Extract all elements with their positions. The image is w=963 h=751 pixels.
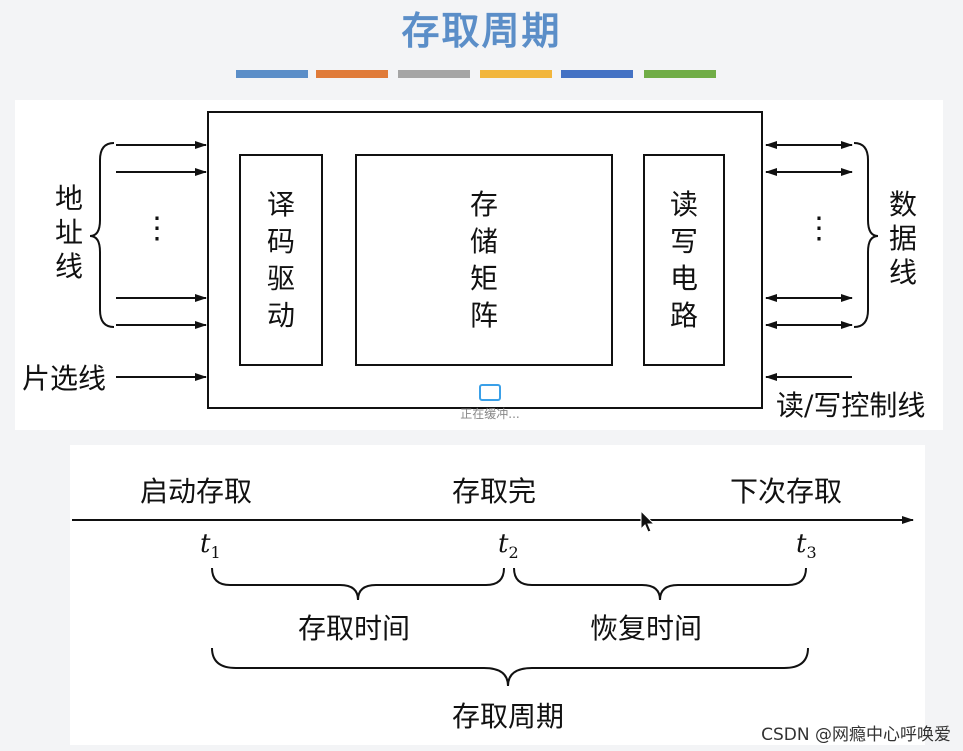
buffering-text: 正在缓冲... bbox=[460, 407, 520, 421]
data-ellipsis: ⋮ bbox=[804, 211, 834, 246]
address-arrows bbox=[116, 141, 207, 329]
chip-select-label: 片选线 bbox=[22, 362, 107, 395]
recovery-time-label: 恢复时间 bbox=[590, 612, 703, 645]
address-brace bbox=[89, 142, 115, 328]
access-time-label: 存取时间 bbox=[298, 612, 411, 645]
rw-circuit-box bbox=[643, 154, 725, 366]
decoder-label: 译码驱动 bbox=[266, 188, 295, 332]
matrix-box bbox=[355, 154, 613, 366]
storage-matrix-label: 存储矩阵 bbox=[469, 188, 498, 332]
accent-bar-2 bbox=[316, 70, 388, 78]
page-title: 存取周期 bbox=[401, 9, 562, 53]
accent-bar-4 bbox=[480, 70, 552, 78]
rw-circuit-label: 读写电路 bbox=[669, 188, 698, 332]
accent-bar-6 bbox=[644, 70, 716, 78]
recovery-time-brace bbox=[513, 567, 807, 601]
accent-bar-5 bbox=[561, 70, 633, 78]
buffering-indicator: 正在缓冲... bbox=[452, 384, 528, 422]
access-time-brace bbox=[211, 567, 505, 601]
tick-t3: t3 bbox=[796, 529, 817, 563]
accent-bar-1 bbox=[236, 70, 308, 78]
event-access-done: 存取完 bbox=[452, 475, 537, 508]
timing-panel bbox=[70, 445, 925, 745]
tick-t2: t2 bbox=[498, 529, 519, 563]
event-next-access: 下次存取 bbox=[730, 475, 843, 508]
rw-control-label: 读/写控制线 bbox=[776, 389, 926, 422]
cycle-label: 存取周期 bbox=[452, 700, 565, 733]
cycle-brace bbox=[211, 647, 809, 687]
chip-outline bbox=[207, 111, 763, 409]
address-line-label: 地址线 bbox=[54, 182, 83, 283]
tv-icon bbox=[479, 384, 501, 401]
address-ellipsis: ⋮ bbox=[142, 211, 172, 246]
accent-bar-3 bbox=[398, 70, 470, 78]
mouse-cursor-icon bbox=[640, 509, 656, 533]
data-brace bbox=[853, 142, 879, 328]
decoder-box bbox=[239, 154, 323, 366]
data-arrows bbox=[765, 141, 853, 329]
data-line-label: 数据线 bbox=[888, 188, 917, 289]
tick-t1: t1 bbox=[200, 529, 221, 563]
watermark: CSDN @网瘾中心呼唤爱 bbox=[761, 725, 951, 745]
event-start-access: 启动存取 bbox=[140, 475, 253, 508]
